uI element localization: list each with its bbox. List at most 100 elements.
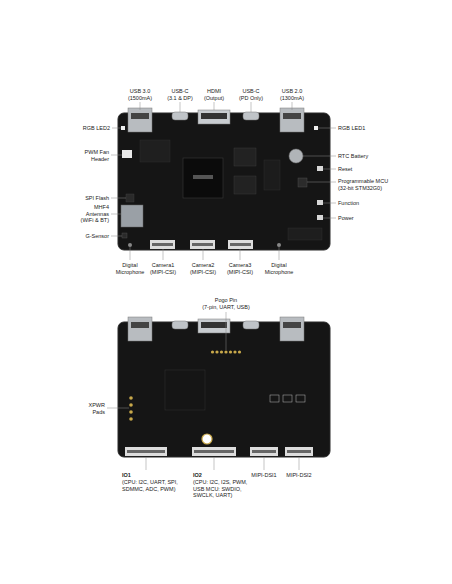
leader-line [214,102,215,110]
xpwr-pad [129,417,133,421]
port-label: USB 3.0 [120,88,160,95]
usbc-port [243,321,259,329]
leader-line [303,156,336,157]
camera-connector [228,240,253,249]
component-label: RGB LED2 [70,125,110,132]
leader-line [130,247,131,260]
usbc-port [243,112,259,120]
leader-line [318,128,336,129]
leader-line [292,102,293,110]
leader-line [323,203,336,204]
leader-lines [107,312,299,470]
component-label: SPI Flash [69,195,109,202]
pogo-pin [220,350,223,353]
port-spec: (Output) [194,95,234,102]
hdmi-slot [201,113,227,119]
port-label: HDMI [194,88,234,95]
connector-slot [230,243,251,246]
port-label: USB-C [231,88,271,95]
usb2-port [280,108,304,132]
pogo-pin [229,350,232,353]
leader-line [140,102,141,110]
dsi-connector [285,447,313,456]
leader-line [112,128,121,129]
memory-chip [234,176,256,194]
leader-line [214,457,215,470]
leader-line [111,198,126,199]
connector-spec: (7-pin, UART, USB) [191,304,261,311]
port-spec: (PD Only) [231,95,271,102]
pogo-pin [224,350,227,353]
io-header [192,447,236,456]
fan-header [122,150,132,158]
connector-slot [252,450,276,453]
xpwr-pad [129,410,133,414]
wifi-module [121,205,143,227]
usb3-port [128,108,152,132]
leader-line [264,457,265,470]
memory-chip [234,148,256,166]
xpwr-pads [129,396,133,421]
port-spec: (3.1 & DP) [160,95,200,102]
leader-line [180,102,181,112]
soc-logo [193,175,213,179]
function-button [317,200,323,205]
pogo-pins [211,350,241,353]
component-label: G-Sensor [69,233,109,240]
cert-mark [283,395,292,402]
leader-line [251,102,252,112]
io-header [125,447,167,456]
pogo-pin [233,350,236,353]
connector-label: Camera3 (MIPI-CSI) [224,262,256,275]
rgb-led [314,126,318,130]
port-label: USB-C [160,88,200,95]
hdmi-slot [201,322,227,328]
connector-label: MIPI-DSI1 [248,472,280,479]
usbc-port [172,321,188,329]
connector-label: MIPI-DSI2 [283,472,315,479]
microphone [128,243,132,247]
leader-line [111,155,122,156]
connector-slot [127,450,165,453]
board-bottom [118,322,330,457]
silkscreen-area [288,228,322,240]
component-label: RGB LED1 [338,125,388,132]
component-label: Digital Microphone [263,262,295,275]
leader-line [226,312,227,350]
usb-slot [131,322,149,328]
pmic-area [140,140,170,162]
component-label: Digital Microphone [114,262,146,275]
leader-line [111,236,122,237]
usb-slot [283,322,301,328]
emmc-chip [264,160,280,190]
spi-flash-chip [126,194,134,202]
connector-label: Pogo Pin [201,297,251,304]
leader-line [279,247,280,260]
connector-slot [194,450,234,453]
header-label: IO2 [193,472,253,479]
component-label: XPWR Pads [81,402,105,415]
leader-line [307,182,336,183]
dsi-connector [250,447,278,456]
port-label: USB 2.0 [272,88,312,95]
leader-line [323,218,336,219]
mcu-chip [298,178,307,187]
connector-label: Camera2 (MIPI-CSI) [187,262,219,275]
connector-slot [192,243,213,246]
component-label: RTC Battery [338,153,388,160]
component-label: Programmable MCU (32-bit STM32G0) [338,178,392,191]
mounting-hole [202,434,212,444]
leader-line [323,169,336,170]
g-sensor-chip [122,233,127,238]
connector-label: Camera1 (MIPI-CSI) [147,262,179,275]
trace-area [165,370,205,410]
leader-line [163,249,164,260]
port-spec: (1500mA) [120,95,160,102]
usb2-slot [283,113,301,119]
reset-button [317,166,323,171]
rtc-battery [289,149,303,163]
component-label: Reset [338,166,388,173]
pogo-pin [211,350,214,353]
component-label: PWM Fan Header [81,149,109,162]
